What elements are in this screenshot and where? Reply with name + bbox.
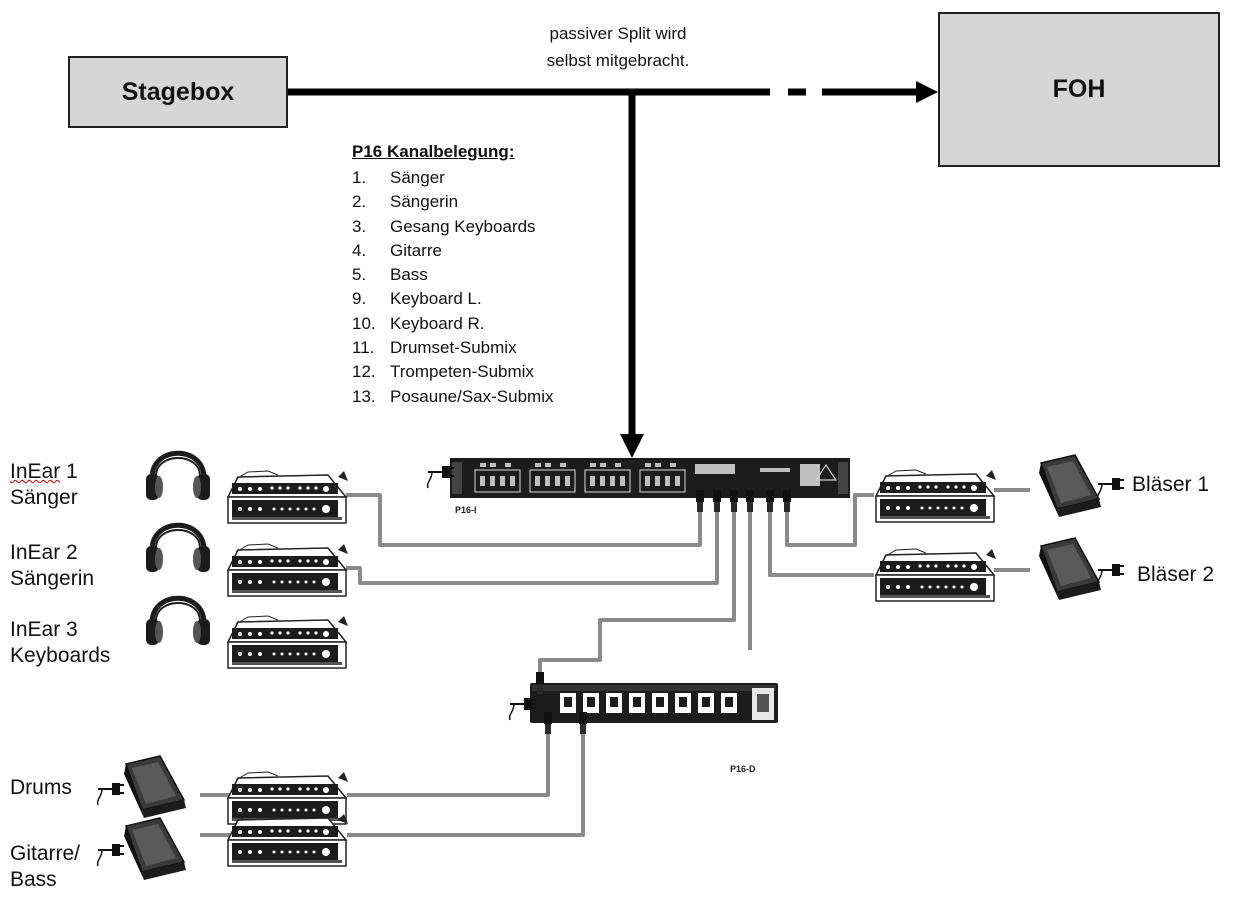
channel-row: 12. Trompeten-Submix	[352, 360, 553, 384]
power-plug-icon	[96, 843, 125, 867]
channel-row: 5. Bass	[352, 263, 553, 287]
mixer-inear3	[227, 615, 349, 669]
signal-line-stagebox-foh	[288, 81, 938, 103]
mixer-inear2	[227, 543, 349, 597]
p16d-label: P16-D	[730, 764, 756, 774]
channel-row: 3. Gesang Keyboards	[352, 215, 553, 239]
channel-number: 4.	[352, 240, 367, 260]
mixer-inear1	[227, 470, 349, 524]
p16i-label: P16-I	[455, 505, 477, 515]
channel-name: Keyboard L.	[390, 289, 482, 309]
label-blaeser-1: Bläser 1	[1132, 473, 1210, 496]
channel-name: Gesang Keyboards	[390, 216, 536, 236]
foot-switch-icon	[123, 755, 187, 819]
channel-row: 4. Gitarre	[352, 239, 553, 263]
channel-list-title: P16 Kanalbelegung:	[352, 142, 515, 161]
channel-number: 5.	[352, 265, 367, 285]
mixer-blaeser2	[875, 548, 997, 602]
channel-rows: 1. Sänger 2. Sängerin 3. Gesang Keyboards 4. Gi…	[352, 166, 553, 409]
channel-name: Sängerin	[390, 192, 459, 212]
channel-number: 13.	[352, 386, 376, 406]
headphones-icon	[146, 453, 210, 500]
signal-line-split-p16i	[620, 92, 644, 458]
channel-row: 13. Posaune/Sax-Submix	[352, 385, 553, 409]
split-note: passiver Split wird selbst mitgebracht.	[546, 24, 690, 70]
channel-name: Trompeten-Submix	[390, 362, 534, 382]
p16i-input-module	[426, 458, 850, 512]
foot-switch-icon	[123, 817, 187, 881]
label-inear-2: InEar 2 Sängerin	[10, 541, 95, 590]
channel-number: 9.	[352, 289, 367, 309]
stagebox-node: Stagebox	[68, 56, 288, 128]
cables	[200, 488, 1030, 837]
channel-row: 9. Keyboard L.	[352, 287, 553, 311]
foot-switch-icon	[1038, 454, 1102, 518]
channel-name: Sänger	[390, 168, 445, 187]
channel-name: Gitarre	[390, 240, 442, 260]
headphones-icon	[146, 598, 210, 645]
channel-number: 10.	[352, 313, 376, 333]
channel-row: 11. Drumset-Submix	[352, 336, 553, 360]
power-plug-icon	[1096, 477, 1125, 501]
label-inear-1: InEar 1 Sänger	[10, 459, 78, 511]
channel-number: 1.	[352, 168, 367, 187]
mixer-blaeser1	[875, 469, 997, 523]
label-inear-1-rest: 1 Sänger	[10, 460, 78, 509]
channel-number: 11.	[352, 338, 375, 358]
power-plug-icon	[96, 782, 125, 806]
mixer-gitarre-bass	[227, 813, 349, 867]
label-inear-3: InEar 3 Keyboards	[10, 618, 111, 667]
channel-name: Drumset-Submix	[390, 338, 517, 358]
channel-name: Posaune/Sax-Submix	[390, 386, 554, 406]
foot-switch-icon	[1038, 537, 1102, 601]
p16d-distributor	[508, 672, 778, 734]
power-plug-icon	[1096, 563, 1125, 587]
channel-name: Bass	[390, 265, 428, 285]
channel-list: P16 Kanalbelegung: 1. Sänger 2. Sängerin 3. G…	[352, 140, 553, 409]
channel-number: 2.	[352, 192, 367, 212]
label-blaeser-2: Bläser 2	[1137, 563, 1215, 586]
label-drums: Drums	[10, 776, 72, 799]
channel-row: 1. Sänger	[352, 166, 553, 190]
channel-number: 3.	[352, 216, 367, 236]
channel-number: 12.	[352, 362, 376, 382]
channel-row: 10. Keyboard R.	[352, 312, 553, 336]
label-inear-1-word: InEar	[10, 460, 61, 483]
label-gitarre-bass: Gitarre/ Bass	[10, 842, 81, 891]
channel-name: Keyboard R.	[390, 313, 485, 333]
headphones-icon	[146, 525, 210, 572]
foh-node: FOH	[938, 12, 1220, 167]
channel-row: 2. Sängerin	[352, 190, 553, 214]
